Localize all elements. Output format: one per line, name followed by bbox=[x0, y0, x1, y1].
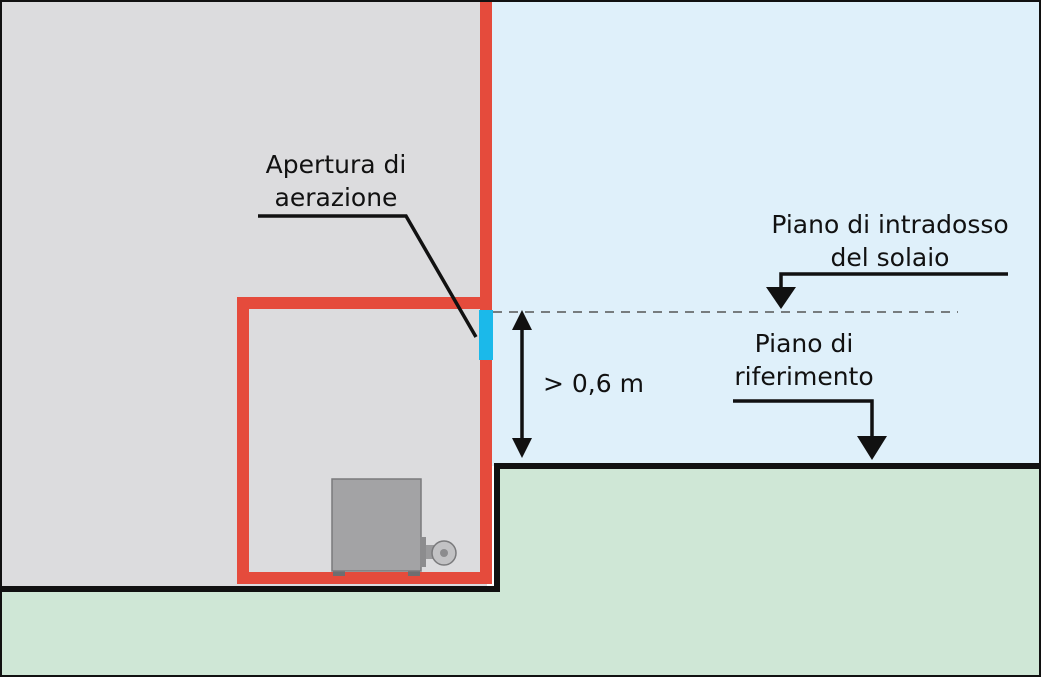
vent-opening-label-line1: Apertura di bbox=[265, 150, 407, 179]
burner-fan-hub bbox=[440, 549, 448, 557]
burner-connector bbox=[420, 537, 426, 567]
height-dimension-arrow bbox=[512, 310, 532, 458]
ceiling-plane-label-line2: del solaio bbox=[830, 243, 950, 272]
boiler-foot-right bbox=[408, 570, 420, 576]
height-dimension-label: > 0,6 m bbox=[543, 369, 644, 398]
boiler-body bbox=[331, 478, 422, 572]
ceiling-plane-label: Piano di intradosso del solaio bbox=[760, 208, 1020, 274]
boiler-room-wall bbox=[237, 297, 486, 584]
vent-opening-label: Apertura di aerazione bbox=[236, 148, 436, 214]
boiler-foot-left bbox=[333, 570, 345, 576]
reference-plane-label-line2: riferimento bbox=[734, 362, 874, 391]
ground-area bbox=[0, 466, 1041, 677]
reference-plane-pointer bbox=[733, 399, 887, 460]
ceiling-plane-pointer bbox=[766, 272, 1008, 309]
reference-plane-label-line1: Piano di bbox=[754, 329, 854, 358]
reference-plane-label: Piano di riferimento bbox=[704, 327, 904, 393]
ground-profile-line bbox=[0, 463, 1041, 592]
boiler-unit bbox=[331, 478, 457, 576]
ventilation-opening bbox=[479, 310, 493, 360]
vent-label-leader bbox=[258, 214, 478, 338]
ceiling-plane-label-line1: Piano di intradosso bbox=[771, 210, 1009, 239]
vent-opening-label-line2: aerazione bbox=[274, 183, 398, 212]
outdoor-sky-area bbox=[487, 0, 1041, 466]
